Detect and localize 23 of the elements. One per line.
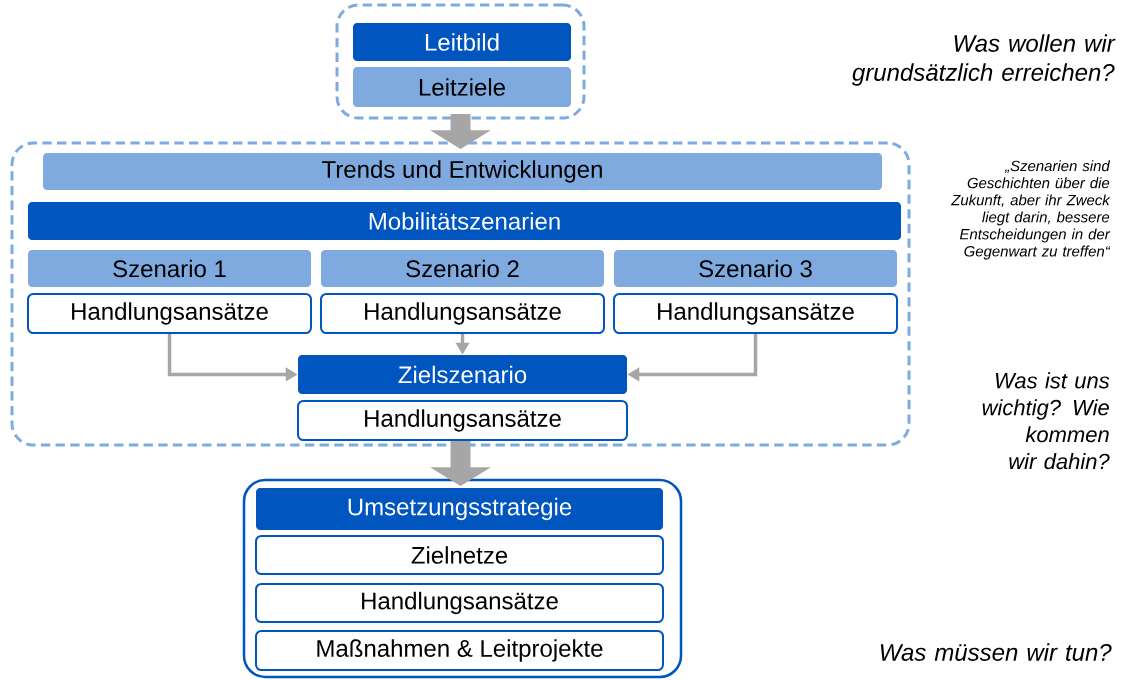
heading-box: Leitbild — [353, 23, 571, 61]
process-box: Maßnahmen & Leitprojekte — [255, 630, 664, 671]
question-text: Was müssen wir tun? — [880, 643, 1112, 661]
heading-box: Zielszenario — [298, 355, 627, 394]
process-box: Leitziele — [353, 67, 571, 107]
process-box: Handlungsansätze — [320, 293, 605, 334]
dashed-group-frame — [10, 141, 911, 447]
process-box: Zielnetze — [255, 535, 664, 575]
heading-box: Umsetzungsstrategie — [256, 488, 663, 530]
heading-box: Mobilitätszenarien — [28, 202, 901, 240]
process-box: Handlungsansätze — [297, 400, 628, 441]
group-frame — [242, 478, 683, 679]
question-text: Was ist uns wichtig? Wie kommen wir dahin? — [982, 372, 1110, 470]
process-box: Szenario 2 — [321, 250, 604, 287]
process-box: Szenario 3 — [614, 250, 897, 287]
process-box: Handlungsansätze — [255, 583, 664, 623]
process-box: Trends und Entwicklungen — [43, 153, 882, 190]
dashed-group-frame — [335, 3, 586, 120]
process-box: Szenario 1 — [28, 250, 311, 287]
quote-text: „Szenarien sind Geschichten über die Zukunft, aber ihr Zweck liegt darin, bessere Entscheidungen in der Gegenwart zu treffen“ — [950, 160, 1111, 260]
process-box: Handlungsansätze — [27, 293, 312, 334]
question-text: Was wollen wir grundsätzlich erreichen? — [851, 34, 1116, 86]
process-box: Handlungsansätze — [613, 293, 898, 334]
